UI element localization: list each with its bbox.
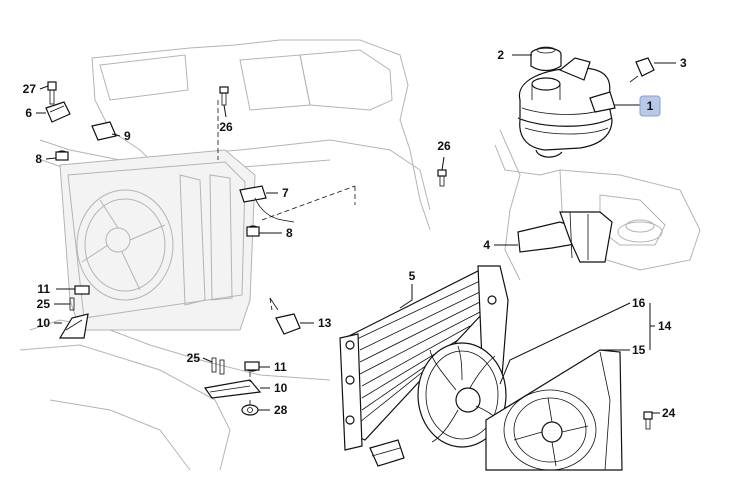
callout-10a-label: 10 — [37, 316, 51, 330]
callout-14-label: 14 — [658, 319, 672, 333]
callout-24-label: 24 — [662, 406, 676, 420]
callout-26a-label: 26 — [219, 120, 233, 134]
bolt-26-right — [437, 169, 447, 187]
hose-clip — [239, 185, 295, 223]
callout-27-label: 27 — [23, 82, 37, 96]
bolt-24 — [643, 411, 653, 430]
radiator-mount — [369, 439, 405, 467]
temperature-sensor-13 — [269, 297, 301, 335]
sensor-connector — [629, 57, 655, 83]
callout-26b-label: 26 — [437, 139, 451, 153]
coolant-expansion-tank — [517, 57, 616, 158]
callout-11b-label: 11 — [274, 360, 287, 374]
callout-1-highlight — [639, 95, 661, 117]
ghost-body-structure — [19, 39, 701, 471]
callout-13-label: 13 — [318, 316, 332, 330]
callouts: 1 2 3 4 5 6 7 8 8 9 10 10 11 11 13 14 15… — [23, 48, 687, 420]
studs-25-center — [211, 357, 225, 375]
callout-25a-label: 25 — [37, 297, 51, 311]
tank-cap — [530, 46, 562, 72]
bracket-10-center — [203, 379, 262, 399]
rubber-mount-center — [246, 225, 260, 237]
bracket-10-left — [58, 313, 89, 339]
callout-3-label: 3 — [680, 56, 687, 70]
callout-5-label: 5 — [409, 269, 416, 283]
fan-shroud — [485, 349, 623, 471]
callout-25b-label: 25 — [187, 351, 201, 365]
callout-9-label: 9 — [124, 129, 131, 143]
leader-lines — [36, 54, 676, 414]
bolt-27 — [47, 81, 57, 105]
bracket-9 — [91, 121, 117, 141]
callout-8b-label: 8 — [286, 226, 293, 240]
mount-11-center — [244, 361, 260, 372]
alignment-lines — [217, 100, 356, 405]
clip-bracket — [45, 101, 71, 123]
callout-4-label: 4 — [483, 238, 490, 252]
cooling-fan — [417, 342, 507, 448]
callout-11a-label: 11 — [37, 282, 50, 296]
bolt-26-upper — [219, 86, 229, 106]
callout-2-label: 2 — [497, 48, 504, 62]
callout-15-label: 15 — [632, 343, 646, 357]
callout-6-label: 6 — [25, 106, 32, 120]
rubber-mount-upper-left — [55, 150, 69, 161]
callout-1: 1 — [639, 95, 661, 117]
callout-10b-label: 10 — [274, 381, 288, 395]
callout-1-label: 1 — [647, 99, 654, 113]
radiator-assembly-left — [59, 149, 256, 331]
callout-8a-label: 8 — [35, 152, 42, 166]
mount-11-left — [74, 285, 90, 295]
nut-28 — [241, 404, 259, 416]
tank-bracket — [517, 211, 613, 263]
callout-28-label: 28 — [274, 403, 288, 417]
callout-16-label: 16 — [632, 296, 646, 310]
callout-7-label: 7 — [282, 186, 289, 200]
